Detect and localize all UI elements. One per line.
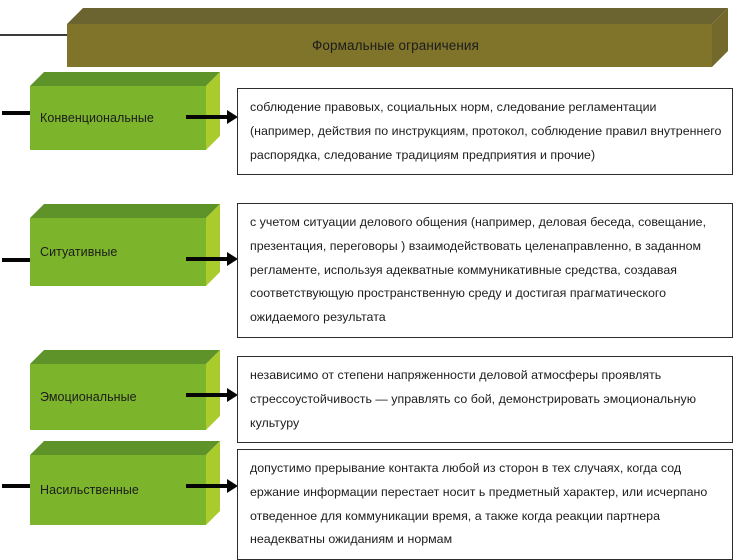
arrow-shaft — [186, 115, 229, 119]
connector-arrow-row-1 — [186, 110, 240, 124]
arrow-head — [227, 388, 238, 402]
connector-arrow-row-3 — [186, 388, 240, 402]
row-situativnye: Ситуативные с учетом ситуации делового о… — [0, 203, 743, 339]
category-box-side-face — [206, 350, 220, 430]
category-box-top-face — [30, 72, 220, 86]
header-title-box: Формальные ограничения — [67, 8, 728, 67]
category-box-4[interactable]: Насильственные — [30, 441, 220, 525]
row-nasilstvennye: Насильственные допустимо прерывание конт… — [0, 441, 743, 560]
connector-arrow-row-4 — [186, 479, 240, 493]
category-box-front-face: Насильственные — [30, 455, 206, 525]
description-box-4: допустимо прерывание контакта любой из с… — [237, 449, 733, 560]
category-box-top-face — [30, 441, 220, 455]
category-box-1[interactable]: Конвенциональные — [30, 72, 220, 150]
description-text-3: независимо от степени напряженности дело… — [250, 368, 697, 430]
connector-arrow-row-2 — [186, 252, 240, 266]
description-text-1: соблюдение правовых, социальных норм, сл… — [250, 100, 722, 162]
category-label-3: Эмоциональные — [40, 390, 137, 404]
category-label-2: Ситуативные — [40, 245, 118, 259]
header-box-side-face — [712, 8, 728, 67]
category-box-front-face: Эмоциональные — [30, 364, 206, 430]
category-box-2[interactable]: Ситуативные — [30, 204, 220, 286]
arrow-shaft — [186, 484, 229, 488]
description-text-4: допустимо прерывание контакта любой из с… — [250, 461, 708, 547]
header-box-front-face: Формальные ограничения — [67, 24, 712, 67]
category-box-front-face: Ситуативные — [30, 218, 206, 286]
arrow-shaft — [2, 258, 35, 262]
category-box-side-face — [206, 204, 220, 286]
arrow-shaft — [186, 393, 229, 397]
description-box-3: независимо от степени напряженности дело… — [237, 356, 733, 444]
category-box-top-face — [30, 204, 220, 218]
category-box-front-face: Конвенциональные — [30, 86, 206, 150]
arrow-head — [227, 252, 238, 266]
arrow-shaft — [2, 111, 35, 115]
category-box-side-face — [206, 441, 220, 525]
arrow-head — [227, 479, 238, 493]
arrow-head — [227, 110, 238, 124]
arrow-shaft — [2, 484, 35, 488]
arrow-shaft — [186, 257, 229, 261]
description-box-1: соблюдение правовых, социальных норм, сл… — [237, 88, 733, 176]
header-connector-line — [0, 34, 70, 36]
header-title-label: Формальные ограничения — [312, 38, 479, 53]
description-text-2: с учетом ситуации делового общения (напр… — [250, 215, 707, 325]
row-konvencionalnye: Конвенциональные соблюдение правовых, со… — [0, 72, 743, 176]
row-emocionalnye: Эмоциональные независимо от степени напр… — [0, 350, 743, 444]
category-label-4: Насильственные — [40, 483, 139, 497]
description-box-2: с учетом ситуации делового общения (напр… — [237, 203, 733, 339]
category-box-3[interactable]: Эмоциональные — [30, 350, 220, 430]
header-box-top-face — [67, 8, 728, 24]
category-box-side-face — [206, 72, 220, 150]
category-box-top-face — [30, 350, 220, 364]
category-label-1: Конвенциональные — [40, 111, 154, 125]
